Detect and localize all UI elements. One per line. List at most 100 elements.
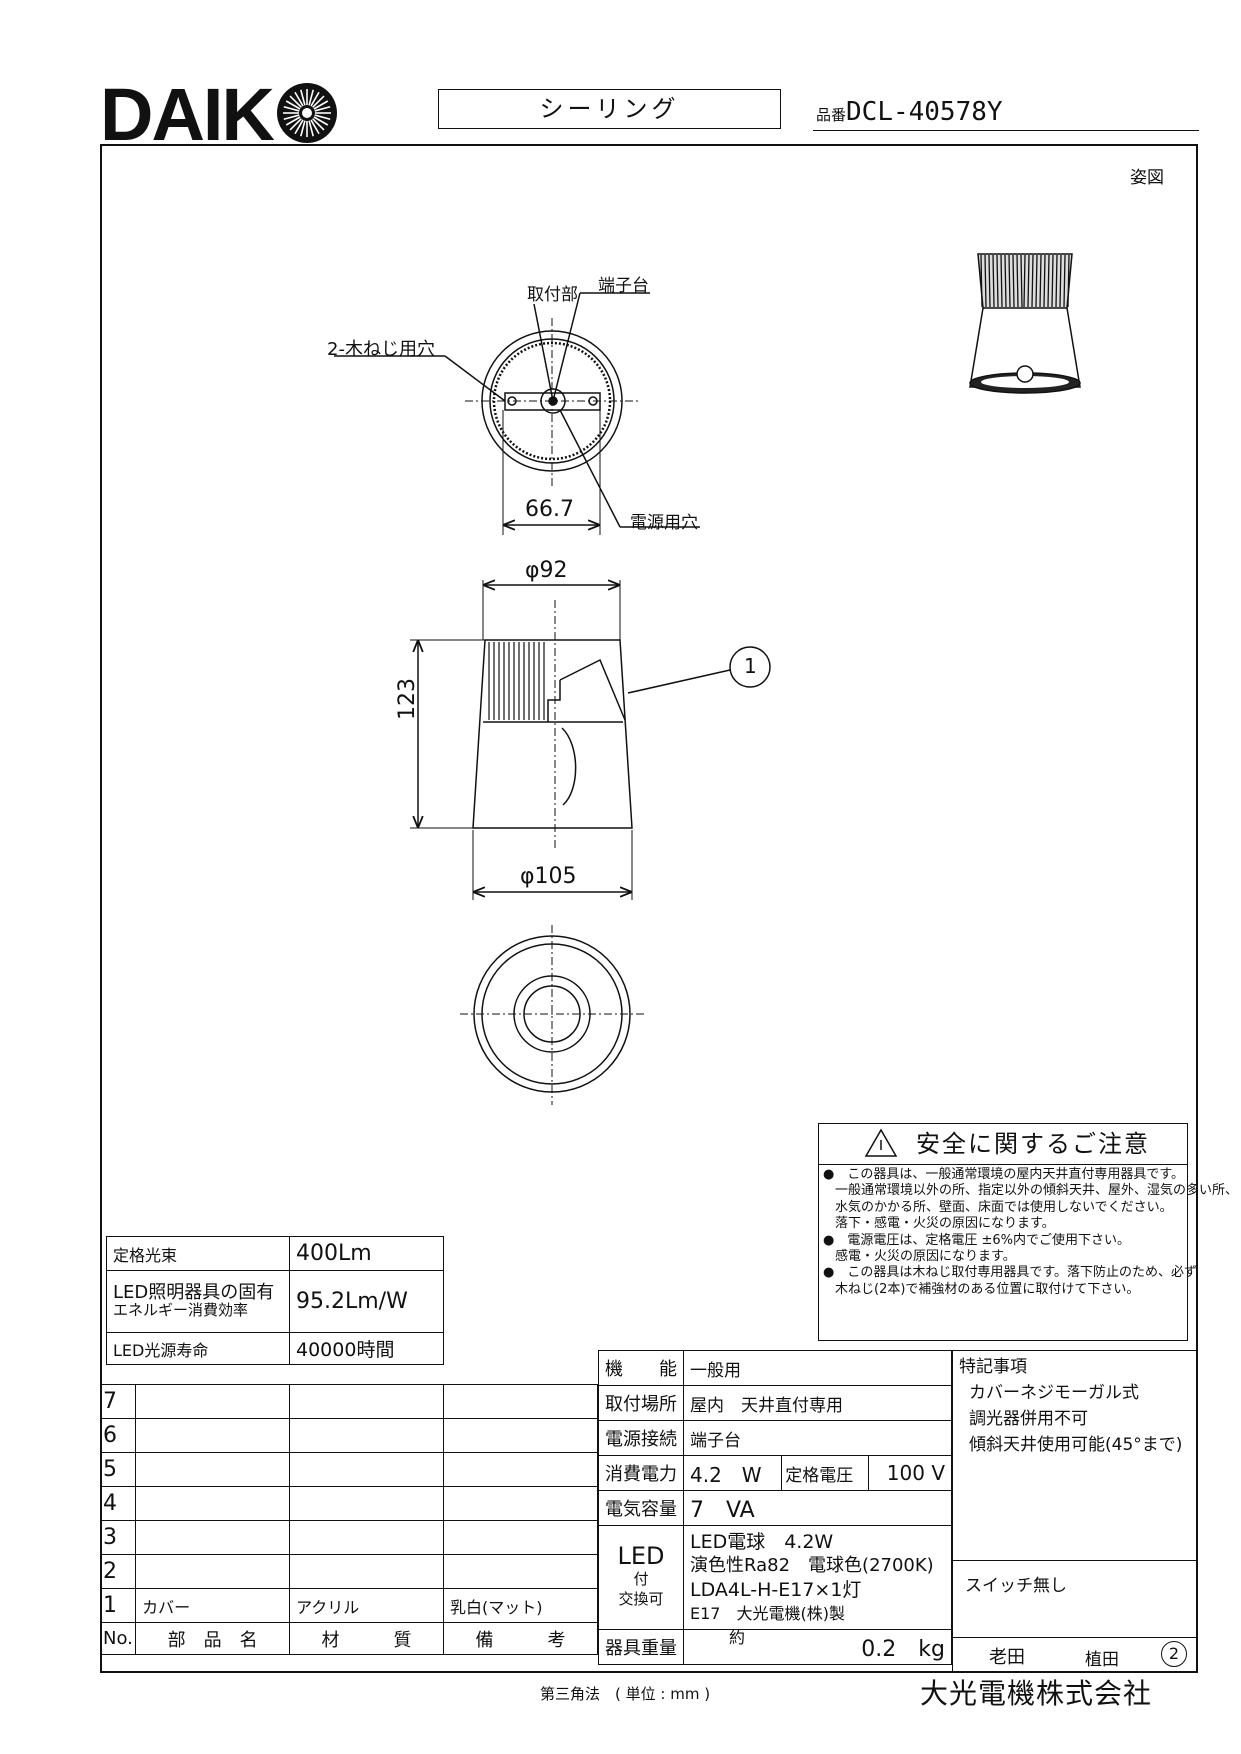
part-material (289, 1418, 445, 1453)
led-line-1: LED電球 4.2W (690, 1530, 834, 1553)
weight-label: 器具重量 (598, 1629, 684, 1665)
mount-label: 取付部 (527, 285, 578, 305)
dim-top-diameter: φ92 (525, 558, 568, 583)
projection-note: 第三角法 ( 単位 : mm ) (540, 1685, 711, 1703)
part-no: 1 (99, 1588, 137, 1623)
location-label: 取付場所 (598, 1385, 684, 1421)
part-name (135, 1486, 291, 1521)
part-no: 4 (99, 1486, 137, 1521)
signature-row: 老田 植田 2 (952, 1638, 1197, 1673)
led-label-3: 交換可 (618, 1590, 664, 1608)
header-material: 材 質 (289, 1622, 445, 1655)
part-no: 6 (99, 1418, 137, 1453)
parts-row: 3 (99, 1520, 598, 1555)
power-label: 消費電力 (598, 1455, 684, 1491)
safety-notice: 安全に関するご注意 ● この器具は、一般通常環境の屋内天井直付専用器具です。一般… (818, 1123, 1239, 1341)
signature-1: 老田 (989, 1647, 1025, 1668)
part-material (289, 1384, 445, 1419)
part-material: アクリル (289, 1588, 445, 1623)
brand-text: DAIK (100, 73, 275, 156)
part-note (443, 1486, 598, 1521)
safety-line: ● 電源電圧は、定格電圧 ±6%内でご使用下さい。 (823, 1232, 1130, 1248)
part-note (443, 1452, 598, 1487)
part-note (443, 1520, 598, 1555)
parts-row: 2 (99, 1554, 598, 1589)
part-note (443, 1384, 598, 1419)
parts-row: 5 (99, 1452, 598, 1487)
drawing-frame (100, 144, 1198, 1673)
led-line-2: 演色性Ra82 電球色(2700K) (690, 1554, 934, 1576)
screw-hole-label: 2-木ねじ用穴 (327, 339, 435, 360)
part-note (443, 1554, 598, 1589)
header-name: 部 品 名 (135, 1622, 291, 1655)
part-name (135, 1418, 291, 1453)
capacity-label: 電気容量 (598, 1490, 684, 1526)
flux-label: 定格光束 (106, 1236, 290, 1271)
notes-box: 特記事項 カバーネジモーガル式 調光器併用不可 傾斜天井使用可能(45°まで) (952, 1350, 1197, 1561)
dim-mount: 66.7 (525, 497, 574, 522)
power-value: 4.2 W (682, 1455, 783, 1491)
led-info: LED電球 4.2W 演色性Ra82 電球色(2700K) LDA4L-H-E1… (683, 1525, 952, 1630)
safety-line: 一般通常環境以外の所、指定以外の傾斜天井、屋外、湿気の多い所、 (835, 1183, 1239, 1199)
efficiency-label: LED照明器具の固有エネルギー消費効率 (106, 1270, 290, 1333)
led-line-3: LDA4L-H-E17×1灯 (690, 1578, 862, 1601)
header-no: No. (99, 1622, 137, 1655)
weight-cell: 約 0.2 kg (683, 1628, 952, 1665)
notes-title: 特記事項 (959, 1357, 1027, 1377)
part-note: 乳白(マット) (443, 1588, 598, 1623)
voltage-value: 100 V (868, 1455, 952, 1491)
weight-value: 0.2 kg (861, 1637, 945, 1662)
power-hole-label: 電源用穴 (630, 513, 698, 533)
view-label: 姿図 (1130, 168, 1164, 188)
safety-line: 水気のかかる所、壁面、床面では使用しないでください。 (835, 1199, 1173, 1215)
part-no: 3 (99, 1520, 137, 1555)
part-material (289, 1554, 445, 1589)
switch-note: スイッチ無し (952, 1561, 1197, 1638)
led-label-1: LED (617, 1542, 665, 1570)
warning-icon (864, 1128, 898, 1157)
part-name (135, 1520, 291, 1555)
part-name: カバー (135, 1588, 291, 1623)
safety-line: ● この器具は、一般通常環境の屋内天井直付専用器具です。 (823, 1167, 1185, 1182)
efficiency-value: 95.2Lm/W (289, 1270, 444, 1333)
safety-line: ● この器具は木ねじ取付専用器具です。落下防止のため、必ず (823, 1265, 1198, 1281)
header-note: 備 考 (443, 1622, 598, 1655)
dim-bottom-diameter: φ105 (520, 864, 577, 889)
part-no: 2 (99, 1554, 137, 1589)
dim-height: 123 (395, 678, 420, 720)
voltage-label: 定格電圧 (781, 1455, 870, 1491)
signature-2: 植田 (1085, 1650, 1119, 1670)
part-no: 7 (99, 1384, 137, 1419)
part-number-underline (813, 130, 1199, 131)
part-name (135, 1452, 291, 1487)
part-name (135, 1554, 291, 1589)
part-no: 5 (99, 1452, 137, 1487)
sun-logo-icon (277, 83, 337, 143)
safety-lines: ● この器具は、一般通常環境の屋内天井直付専用器具です。一般通常環境以外の所、指… (819, 1165, 1239, 1300)
part-number-label: 品番 (816, 106, 847, 124)
parts-row: 7 (99, 1384, 598, 1419)
safety-line: 落下・感電・火災の原因になります。 (835, 1216, 1055, 1232)
led-label-2: 付 (633, 1570, 649, 1588)
weight-approx: 約 (729, 1628, 746, 1647)
notes-line-3: 傾斜天井使用可能(45°まで) (969, 1435, 1183, 1455)
capacity-value: 7 VA (683, 1490, 952, 1526)
part-number: 品番DCL-40578Y (816, 97, 1003, 127)
side-view (410, 580, 771, 900)
callout-number: 1 (744, 654, 757, 678)
part-name (135, 1384, 291, 1419)
safety-title: 安全に関するご注意 (819, 1124, 1187, 1165)
part-number-value: DCL-40578Y (846, 97, 1003, 127)
parts-row: 4 (99, 1486, 598, 1521)
life-value: 40000時間 (289, 1332, 444, 1365)
function-label: 機 能 (598, 1350, 684, 1386)
company-name: 大光電機株式会社 (920, 1677, 1153, 1710)
life-label: LED光源寿命 (106, 1332, 290, 1365)
part-material (289, 1486, 445, 1521)
terminal-label: 端子台 (598, 276, 649, 296)
